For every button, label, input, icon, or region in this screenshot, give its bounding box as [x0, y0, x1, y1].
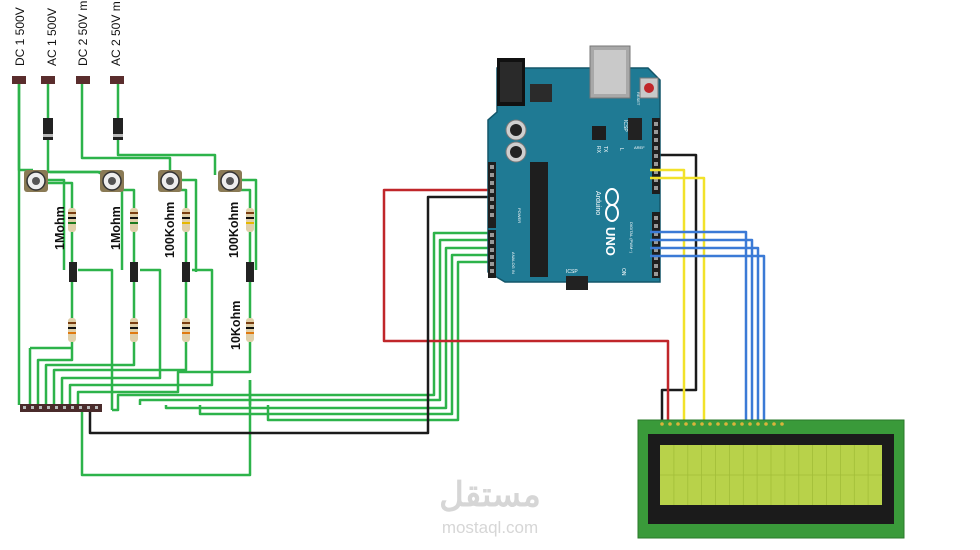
resistor-bottom-2 [130, 318, 138, 342]
reset-label: RESET [636, 92, 641, 106]
probe-terminal-dc1 [12, 76, 26, 84]
digital-header-bottom [652, 212, 660, 278]
resistor-top-4 [246, 208, 254, 232]
jumper-1 [69, 262, 77, 282]
resistor-label-4: 100Kohm [227, 202, 241, 258]
icsp-header-bottom [566, 276, 588, 290]
resistor-label-5: 10Kohm [229, 301, 243, 350]
l-label: L [618, 148, 624, 151]
resistor-bottom-3 [182, 318, 190, 342]
potentiometer-3 [158, 170, 182, 192]
on-label: ON [620, 268, 626, 276]
digital-label: DIGITAL (PWM~) [629, 222, 634, 254]
yellow-wire-1 [650, 168, 686, 422]
potentiometer-4 [218, 170, 242, 192]
resistor-labels: 1Mohm 1Mohm 100Kohm 100Kohm 10Kohm [53, 202, 243, 350]
aref-label: AREF [634, 145, 645, 150]
red-5v-wire [382, 188, 670, 388]
jumper-2 [130, 262, 138, 282]
icsp-header-top [628, 118, 642, 140]
voltage-regulator [530, 84, 552, 102]
jumper-4 [246, 262, 254, 282]
potentiometer-2 [100, 170, 124, 192]
lcd-character-grid [660, 445, 882, 505]
probe-labels: DC 1 500V AC 1 500V DC 2 50V m AC 2 50V … [13, 1, 123, 66]
resistors [68, 208, 254, 342]
probe-label-ac1: AC 1 500V [45, 8, 59, 66]
lcd-display [637, 419, 905, 539]
brand-label: Arduino [594, 191, 601, 215]
blue-wire-3 [650, 246, 760, 422]
blue-wire-2 [650, 238, 754, 422]
blue-wire-1 [650, 230, 748, 422]
icsp-label-top: ICSP [622, 120, 628, 132]
yellow-wire-2 [650, 176, 706, 422]
resistor-label-2: 1Mohm [109, 206, 123, 250]
resistor-label-1: 1Mohm [53, 206, 67, 250]
microcontroller-chip [530, 162, 548, 277]
power-label: POWER [517, 208, 522, 223]
blue-wire-4 [650, 254, 766, 422]
power-header [488, 162, 496, 228]
resistor-top-2 [130, 208, 138, 232]
model-label: UNO [603, 227, 618, 256]
resistor-top-3 [182, 208, 190, 232]
analog-label: ANALOG IN [511, 252, 516, 274]
jumper-blocks [69, 262, 254, 282]
potentiometers [24, 170, 242, 192]
arduino-uno-board: RESET ICSP ICSP TX RX L ON Arduino UNO P… [487, 45, 661, 290]
probe-label-ac2: AC 2 50V m [109, 1, 123, 66]
tx-label: TX [602, 146, 608, 153]
potentiometer-1 [24, 170, 48, 192]
resistor-label-3: 100Kohm [163, 202, 177, 258]
probe-terminal-ac1 [41, 76, 55, 84]
probe-label-dc2: DC 2 50V m [76, 1, 90, 66]
jumper-3 [182, 262, 190, 282]
resistor-bottom-4 [246, 318, 254, 342]
watermark-latin: mostaql.com [442, 518, 538, 537]
probe-label-dc1: DC 1 500V [13, 7, 27, 66]
resistor-top-1 [68, 208, 76, 232]
probe-terminals [12, 76, 124, 84]
black-gnd-wire-left [88, 195, 490, 435]
arduino-logo: Arduino UNO [594, 188, 619, 256]
watermark-arabic: مستقل [439, 476, 541, 514]
diode-1 [43, 118, 53, 140]
power-wires [88, 153, 698, 435]
pin-header [20, 404, 102, 412]
green-wires [17, 82, 490, 477]
diode-2 [113, 118, 123, 140]
usb-chip [592, 126, 606, 140]
signal-wires [650, 168, 766, 422]
icsp-label-bottom: ICSP [566, 269, 578, 275]
diodes [43, 118, 123, 140]
rx-label: RX [595, 146, 601, 154]
black-gnd-wire-lcd [650, 153, 698, 422]
probe-terminal-ac2 [110, 76, 124, 84]
probe-terminal-dc2 [76, 76, 90, 84]
resistor-bottom-1 [68, 318, 76, 342]
watermark: مستقل mostaql.com [439, 476, 541, 537]
analog-header [488, 230, 496, 278]
